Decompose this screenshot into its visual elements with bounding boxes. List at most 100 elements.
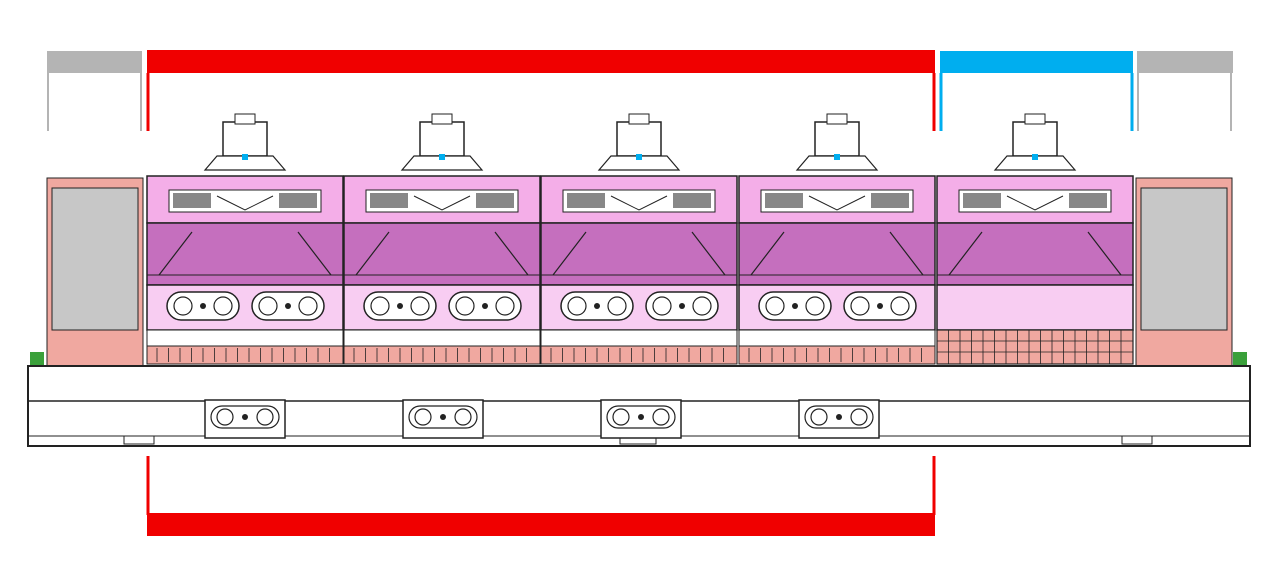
hood-linkage	[413, 195, 471, 211]
roller	[652, 296, 672, 316]
base-roller-unit	[798, 399, 880, 439]
module-foot	[540, 345, 738, 365]
module-rail	[146, 329, 344, 347]
roller	[850, 296, 870, 316]
roller	[805, 296, 825, 316]
module-body	[146, 222, 344, 286]
module-foot	[343, 345, 541, 365]
plain-panel	[936, 284, 1134, 331]
roller-bolt	[594, 303, 600, 309]
hood-slot	[963, 193, 1001, 208]
base-roller	[652, 408, 670, 426]
sensor-dot	[834, 154, 840, 160]
hood-slot	[567, 193, 605, 208]
roller	[298, 296, 318, 316]
motor-mount	[795, 155, 879, 171]
machine-module	[936, 113, 1134, 365]
blue-bracket	[939, 51, 1134, 131]
roller-bolt	[285, 303, 291, 309]
motor-mount	[597, 155, 681, 171]
roller	[765, 296, 785, 316]
roller	[173, 296, 193, 316]
right-end-panel	[1135, 177, 1247, 367]
roller-bolt	[200, 303, 206, 309]
diagonal-brace	[552, 231, 587, 276]
module-rail	[540, 329, 738, 347]
module-body	[343, 222, 541, 286]
hood-slot	[1069, 193, 1107, 208]
diagonal-brace	[889, 231, 924, 276]
motor-housing	[222, 121, 268, 157]
diagonal-brace	[750, 231, 785, 276]
machine-module	[146, 113, 344, 365]
module-body	[738, 222, 936, 286]
diagonal-brace	[355, 231, 390, 276]
module-foot	[738, 345, 936, 365]
motor-housing	[814, 121, 860, 157]
hood-slot	[370, 193, 408, 208]
base-roller	[612, 408, 630, 426]
roller-bolt	[792, 303, 798, 309]
hood-linkage	[1006, 195, 1064, 211]
hood-slot	[765, 193, 803, 208]
module-body	[936, 222, 1134, 286]
roller-bolt	[877, 303, 883, 309]
motor-housing	[1012, 121, 1058, 157]
roller	[410, 296, 430, 316]
roller	[370, 296, 390, 316]
base-roller-units	[204, 399, 880, 439]
roller	[692, 296, 712, 316]
machine-module	[343, 113, 541, 365]
module-rail	[738, 329, 936, 347]
motor-housing	[616, 121, 662, 157]
diagonal-brace	[691, 231, 726, 276]
roller	[567, 296, 587, 316]
base-roller	[454, 408, 472, 426]
motor-cap	[826, 113, 848, 125]
base-roller-bolt	[836, 414, 842, 420]
base-roller-unit	[204, 399, 286, 439]
diagonal-brace	[1087, 231, 1122, 276]
sensor-dot	[242, 154, 248, 160]
base-roller-bolt	[440, 414, 446, 420]
hood-slot	[673, 193, 711, 208]
left-gray-bracket	[47, 51, 142, 131]
module-foot	[146, 345, 344, 365]
base-roller	[256, 408, 274, 426]
motor-cap	[1024, 113, 1046, 125]
roller	[455, 296, 475, 316]
motor-cap	[628, 113, 650, 125]
roller	[213, 296, 233, 316]
sensor-dot	[1032, 154, 1038, 160]
base-roller-unit	[402, 399, 484, 439]
grid-panel	[936, 329, 1134, 365]
base-roller-bolt	[638, 414, 644, 420]
right-gray-bracket	[1137, 51, 1233, 131]
machine-module	[738, 113, 936, 365]
motor-cap	[234, 113, 256, 125]
motor-mount	[400, 155, 484, 171]
diagonal-brace	[948, 231, 983, 276]
diagonal-brace	[494, 231, 529, 276]
base-roller	[216, 408, 234, 426]
hood-slot	[476, 193, 514, 208]
base-roller	[850, 408, 868, 426]
roller-bolt	[482, 303, 488, 309]
top-brackets	[47, 50, 1233, 131]
diagonal-brace	[297, 231, 332, 276]
hood-slot	[871, 193, 909, 208]
hood-linkage	[216, 195, 274, 211]
sensor-dot	[636, 154, 642, 160]
module-rail	[343, 329, 541, 347]
machine-module	[540, 113, 738, 365]
diagonal-brace	[158, 231, 193, 276]
motor-mount	[993, 155, 1077, 171]
roller-bolt	[397, 303, 403, 309]
machine-modules	[146, 113, 1134, 365]
hood-linkage	[808, 195, 866, 211]
module-body	[540, 222, 738, 286]
hood-slot	[173, 193, 211, 208]
red-bracket-top	[146, 50, 936, 131]
left-end-panel	[30, 177, 144, 367]
